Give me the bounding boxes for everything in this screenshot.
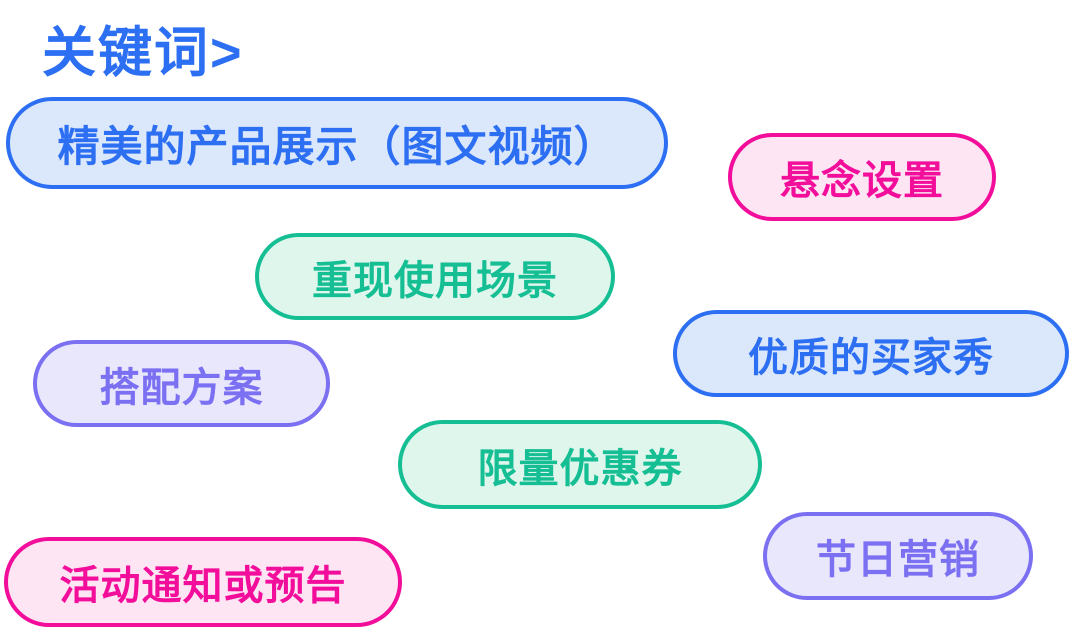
keyword-pill-matching-plan: 搭配方案 xyxy=(33,340,330,427)
keyword-pill-event-notice: 活动通知或预告 xyxy=(4,537,402,627)
keyword-pill-suspense-setup: 悬念设置 xyxy=(728,133,996,221)
keyword-pill-buyer-show: 优质的买家秀 xyxy=(673,310,1069,397)
keyword-pill-usage-scene: 重现使用场景 xyxy=(255,233,615,320)
keyword-pill-limited-coupon: 限量优惠券 xyxy=(398,420,762,509)
page-title: 关键词> xyxy=(42,23,244,83)
keyword-pill-festival-marketing: 节日营销 xyxy=(763,512,1033,600)
keyword-pill-product-display: 精美的产品展示（图文视频） xyxy=(6,97,668,189)
